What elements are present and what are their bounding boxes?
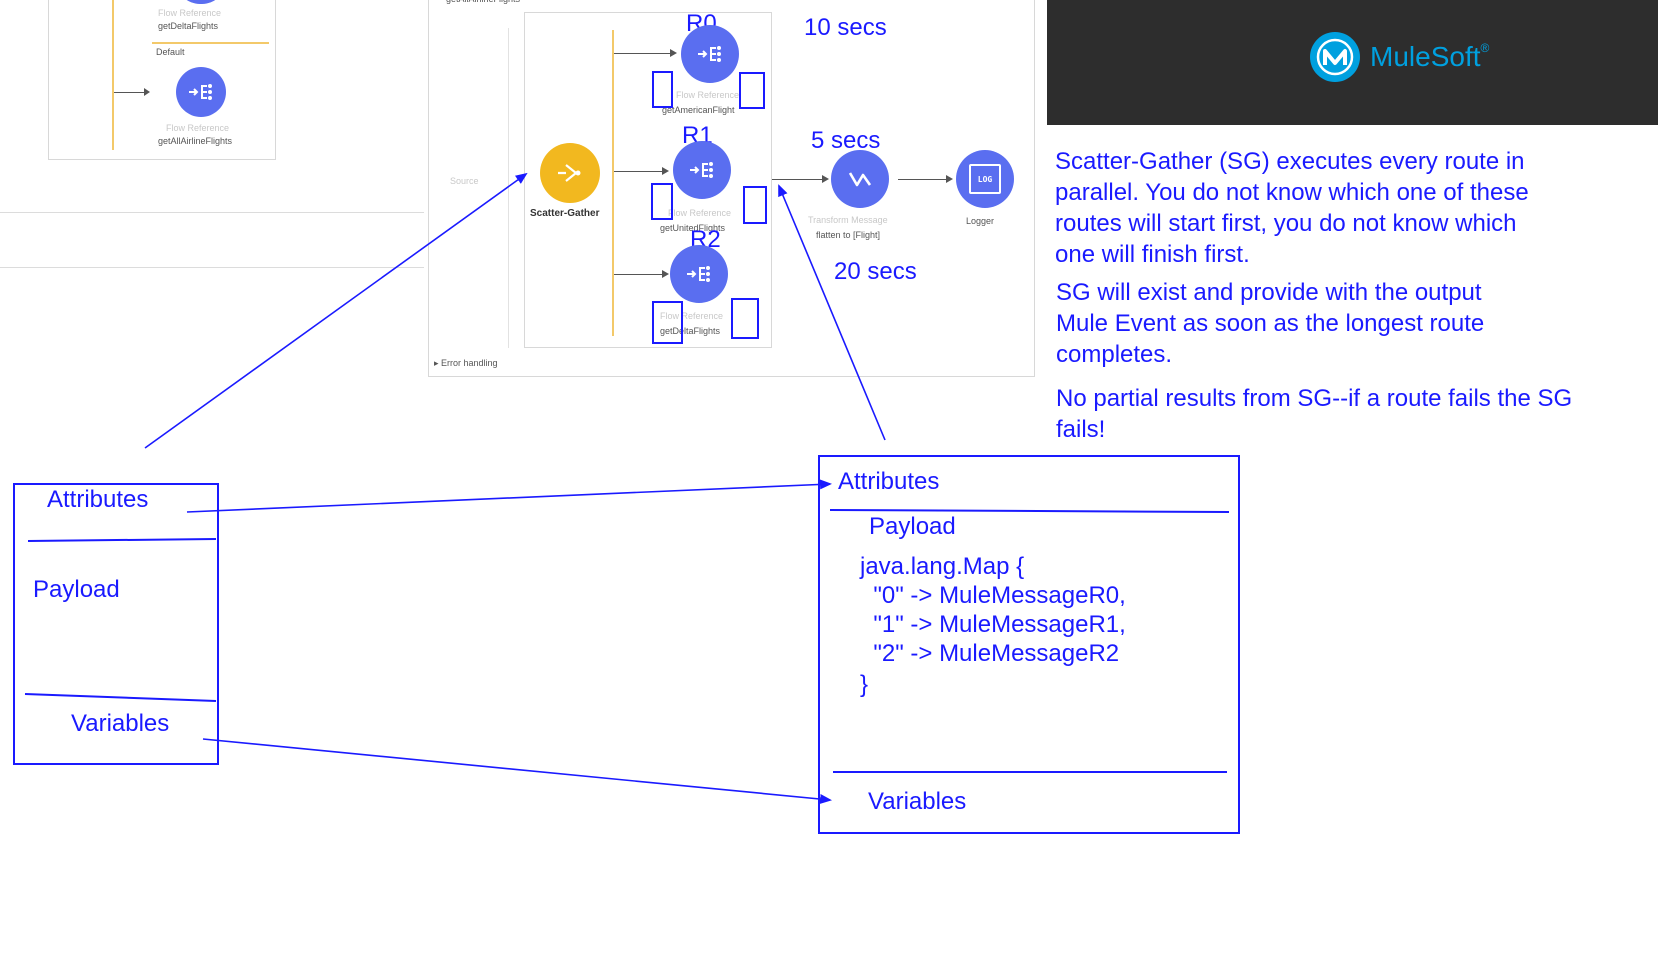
- left-route-line: [112, 0, 114, 150]
- output-event-box: [818, 455, 1240, 834]
- input-payload: Payload: [33, 576, 120, 603]
- timing-r2: 20 secs: [834, 258, 917, 285]
- left-arrow: [114, 92, 148, 93]
- transform-message-node[interactable]: [831, 150, 889, 208]
- transform-icon: [848, 172, 872, 187]
- input-variables: Variables: [71, 710, 170, 737]
- scatter-gather-node[interactable]: [540, 143, 600, 203]
- flow-reference-icon: [698, 46, 721, 62]
- left-top-ref-label: Flow Reference: [158, 8, 222, 18]
- timing-r0: 10 secs: [804, 14, 887, 41]
- logger-icon: LOG: [969, 164, 1001, 194]
- route-r1-end-marker: [743, 186, 767, 224]
- transform-to-logger-arrow-head: [946, 175, 953, 183]
- output-attributes: Attributes: [838, 468, 940, 495]
- input-attributes: Attributes: [47, 486, 149, 513]
- route-1-arrow-head: [662, 167, 669, 175]
- output-variables: Variables: [868, 788, 967, 815]
- left-separator-1: [0, 212, 424, 213]
- route-2-arrow-head: [662, 270, 669, 278]
- scatter-gather-label: Scatter-Gather: [530, 208, 600, 219]
- transform-name: flatten to [Flight]: [816, 230, 881, 240]
- timing-r1: 5 secs: [811, 127, 881, 154]
- route-r1-start-marker: [651, 183, 673, 220]
- left-bottom-ref-label: Flow Reference: [166, 123, 230, 133]
- left-flow-reference-node[interactable]: [176, 67, 226, 117]
- note-no-partial: No partial results from SG--if a route f…: [1056, 385, 1573, 443]
- route-line: [612, 30, 614, 336]
- route-0-arrow-head: [670, 49, 677, 57]
- left-bottom-ref-name: getAllAirlineFlights: [158, 136, 233, 146]
- scatter-gather-icon: [558, 164, 581, 182]
- left-default-label: Default: [156, 47, 185, 57]
- logger-label: Logger: [966, 216, 995, 226]
- note-parallel: Scatter-Gather (SG) executes every route…: [1055, 148, 1529, 268]
- source-divider: [508, 28, 509, 348]
- transform-label: Transform Message: [808, 215, 888, 225]
- route-r1-node[interactable]: [673, 141, 731, 199]
- error-handling-label[interactable]: ▸ Error handling: [434, 358, 498, 368]
- route-r0-node[interactable]: [681, 25, 739, 83]
- route-r2-name: getDeltaFlights: [660, 326, 721, 336]
- output-payload: Payload: [869, 513, 956, 540]
- brand-name: MuleSoft: [1370, 41, 1481, 72]
- route-1-arrow: [614, 171, 664, 172]
- mulesoft-logo-icon: [1310, 32, 1360, 82]
- source-label: Source: [450, 176, 479, 186]
- flow-name: getAllAirlineFlights: [446, 0, 520, 4]
- transform-to-logger-arrow: [898, 179, 948, 180]
- scope-to-transform-arrow-head: [822, 175, 829, 183]
- output-payload-code-0: java.lang.Map {: [860, 553, 1025, 580]
- route-r1-ref: Flow Reference: [668, 208, 732, 218]
- mulesoft-wordmark: MuleSoft®: [1370, 41, 1489, 73]
- attributes-mapping-arrow: [186, 479, 832, 513]
- route-r0-name: getAmericanFlight: [662, 105, 735, 115]
- route-r2-node[interactable]: [670, 245, 728, 303]
- route-0-arrow: [614, 53, 672, 54]
- left-top-ref-name: getDeltaFlights: [158, 21, 219, 31]
- route-2-arrow: [614, 274, 664, 275]
- output-payload-code-1: "0" -> MuleMessageR0,: [860, 582, 1126, 609]
- variables-mapping-arrow: [202, 738, 832, 805]
- route-r2-start-marker: [652, 301, 683, 344]
- input-event-box: [13, 483, 219, 765]
- flow-reference-icon: [189, 84, 212, 100]
- route-r0-end-marker: [739, 72, 765, 109]
- logger-node[interactable]: LOG: [956, 150, 1014, 208]
- route-r2-end-marker: [731, 298, 759, 339]
- error-handling-text: Error handling: [441, 358, 498, 368]
- left-arrow-head: [144, 88, 150, 96]
- left-separator-2: [0, 267, 424, 268]
- route-r0-ref: Flow Reference: [676, 90, 740, 100]
- output-payload-code-3: "2" -> MuleMessageR2: [860, 640, 1120, 667]
- scope-to-transform-arrow: [772, 179, 824, 180]
- route-r2-ref: Flow Reference: [660, 311, 724, 321]
- left-flow-panel: [48, 0, 276, 160]
- flow-reference-icon: [687, 266, 710, 282]
- output-payload-code-2: "1" -> MuleMessageR1,: [860, 611, 1126, 638]
- output-payload-code-4: }: [860, 671, 869, 698]
- left-flow-reference-node-top[interactable]: [176, 0, 226, 4]
- flow-reference-icon: [690, 162, 713, 178]
- route-r0-start-marker: [652, 71, 673, 108]
- route-r1-name: getUnitedFlights: [660, 223, 726, 233]
- left-default-divider: [152, 42, 269, 44]
- note-longest-route: SG will exist and provide with the outpu…: [1056, 279, 1485, 368]
- brand-symbol: ®: [1480, 41, 1490, 55]
